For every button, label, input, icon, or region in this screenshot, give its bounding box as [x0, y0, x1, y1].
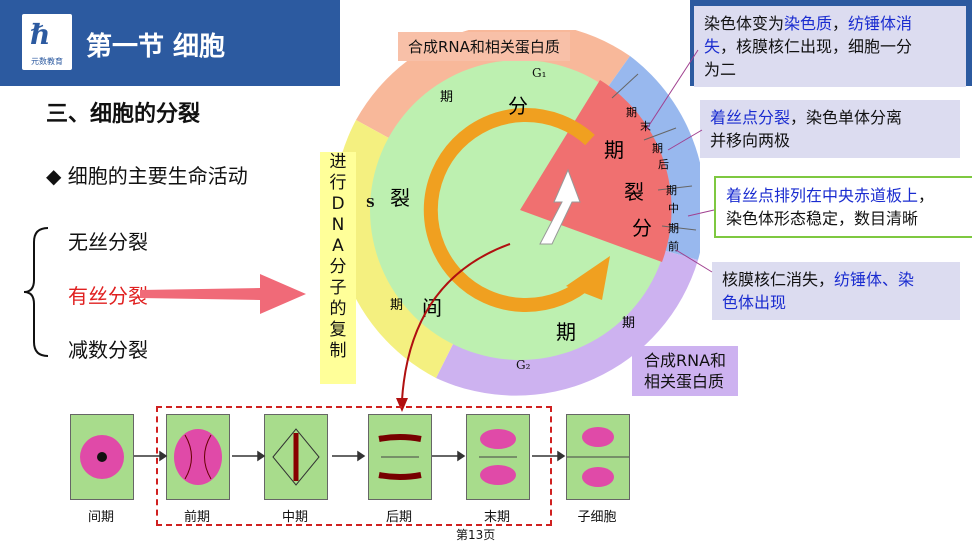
- bullet-text: ◆ 细胞的主要生命活动: [46, 164, 248, 188]
- note-keyword: 失: [704, 37, 721, 56]
- interphase-char-lie: 裂: [390, 186, 410, 210]
- label-g1: G₁: [532, 66, 547, 80]
- interphase-char-jian: 间: [422, 296, 442, 320]
- logo-text: 元数教育: [31, 57, 63, 66]
- label-g2: G₂: [516, 358, 531, 372]
- note-keyword: 纺锤体、染: [834, 270, 915, 289]
- note-prophase: 核膜核仁消失，纺锤体、染 色体出现: [712, 262, 960, 320]
- sub-anaphase-2: 后: [658, 158, 669, 171]
- dna-char: 复: [329, 320, 347, 340]
- sub-telophase-2: 末: [640, 120, 651, 133]
- note-keyword: 着丝点排列在中央赤道板上: [726, 186, 919, 205]
- dna-char: A: [332, 236, 344, 256]
- sub-prophase-1: 前: [668, 240, 679, 253]
- note-text: 染色体形态稳定，数目清晰: [726, 209, 919, 228]
- stage-label: 末期: [483, 510, 510, 525]
- sub-metaphase-2: 中: [668, 202, 679, 215]
- mitosis-dashed-frame: [156, 406, 552, 526]
- dna-char: N: [331, 215, 345, 235]
- sub-telophase-1: 期: [626, 106, 637, 119]
- logo: ℏ 元数教育: [22, 14, 72, 70]
- stage-label: 后期: [385, 510, 412, 525]
- page-title: 第一节 细胞: [86, 32, 226, 62]
- note-text: 并移向两极: [710, 131, 791, 150]
- stage-anaphase-image: [368, 414, 432, 500]
- stage-label: 前期: [183, 510, 210, 525]
- note-text: 核膜核仁消失，: [722, 270, 835, 289]
- interphase-char-qi: 期: [556, 320, 576, 344]
- stage-label: 间期: [87, 510, 114, 525]
- arrow-right-icon: [140, 274, 306, 314]
- outer-char-3: 期: [622, 316, 636, 331]
- sub-anaphase-1: 期: [652, 142, 663, 155]
- label-s: S: [366, 196, 375, 210]
- mitosis-char-lie: 裂: [624, 180, 644, 204]
- dna-char: 子: [329, 278, 347, 298]
- page-number: 第13页: [456, 528, 496, 542]
- stage-prophase-image: [166, 414, 230, 500]
- stage-metaphase-image: [264, 414, 328, 500]
- stage-arrows: [134, 450, 566, 462]
- dna-char: 进: [329, 152, 347, 172]
- sub-metaphase-1: 期: [666, 184, 677, 197]
- note-text: ，染色单体分离: [790, 108, 903, 127]
- bottom-label-line1: 合成RNA和: [644, 351, 727, 370]
- dna-char: 分: [329, 257, 347, 277]
- division-type-mitosis: 有丝分裂: [68, 284, 148, 308]
- connector-lines: [645, 49, 715, 273]
- dna-char: 制: [329, 341, 347, 361]
- division-type-amitosis: 无丝分裂: [68, 230, 148, 254]
- note-text: ，: [918, 186, 935, 205]
- outer-char-1: 期: [440, 90, 454, 105]
- stage-label: 中期: [281, 510, 308, 525]
- division-type-meiosis: 减数分裂: [68, 338, 148, 362]
- note-telophase: 染色体变为染色质，纺锤体消 失，核膜核仁出现，细胞一分 为二: [694, 6, 966, 87]
- note-text: ，: [832, 14, 849, 33]
- cycle-bottom-label: 合成RNA和 相关蛋白质: [632, 346, 739, 396]
- note-text: ，核膜核仁出现，细胞一分: [720, 37, 913, 56]
- brace-icon: [23, 227, 49, 357]
- mitosis-char-qi: 期: [604, 138, 624, 162]
- logo-mark-icon: ℏ: [30, 18, 51, 51]
- note-keyword: 纺锤体消: [848, 14, 913, 33]
- stage-telophase-image: [466, 414, 530, 500]
- note-anaphase: 着丝点分裂，染色单体分离 并移向两极: [700, 100, 960, 158]
- section-title: 三、细胞的分裂: [46, 102, 201, 127]
- stage-daughter-image: [566, 414, 630, 500]
- dna-char: 的: [329, 299, 347, 319]
- note-text: 为二: [704, 60, 737, 79]
- outer-char-2: 期: [390, 298, 404, 313]
- sub-metaphase-3: 期: [668, 222, 679, 235]
- interphase-char-fen: 分: [508, 94, 528, 118]
- note-text: 染色体变为: [704, 14, 785, 33]
- note-metaphase: 着丝点排列在中央赤道板上， 染色体形态稳定，数目清晰: [714, 176, 972, 238]
- cycle-top-label: 合成RNA和相关蛋白质: [398, 32, 570, 61]
- dna-char: D: [331, 194, 345, 214]
- note-keyword: 色体出现: [722, 293, 787, 312]
- note-keyword: 着丝点分裂: [710, 108, 791, 127]
- dna-char: 行: [329, 173, 347, 193]
- bottom-label-line2: 相关蛋白质: [644, 372, 725, 391]
- dna-replication-box: 进 行 D N A 分 子 的 复 制: [320, 152, 356, 384]
- curved-arrow-icon: [396, 243, 511, 412]
- note-keyword: 染色质: [784, 14, 833, 33]
- mitosis-char-fen: 分: [632, 216, 652, 240]
- stage-interphase-image: [70, 414, 134, 500]
- stage-label: 子细胞: [577, 510, 617, 525]
